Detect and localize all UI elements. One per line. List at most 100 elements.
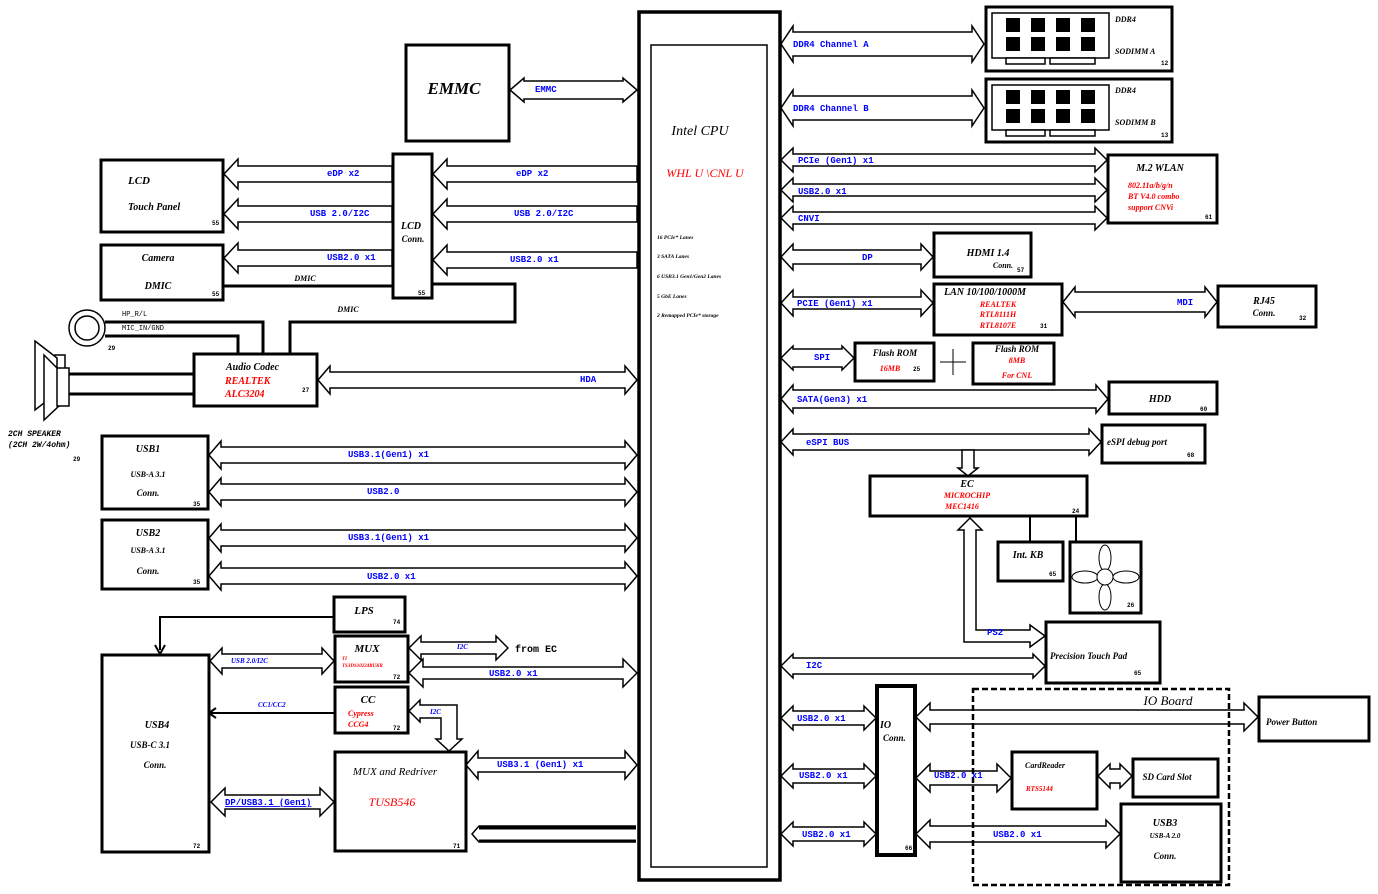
cpu-feature: 16 PCIe* Lanes <box>657 234 693 241</box>
bus-arrow <box>208 521 638 555</box>
memory-chip-icon <box>1006 90 1020 104</box>
redriver-block: MUX and Redriver TUSB546 71 <box>333 750 468 853</box>
ec-kb-lines <box>1029 516 1077 542</box>
touchpad-block: Precision Touch Pad 65 <box>1044 620 1162 685</box>
page-ref: 29 <box>108 345 116 352</box>
lps-title: LPS <box>353 605 374 617</box>
bus-label: USB2.0 x1 <box>802 830 851 840</box>
bus-label: USB2.0 x1 <box>993 830 1042 840</box>
bus-arrow <box>1096 762 1134 790</box>
audio-codec-vendor: REALTEK <box>224 376 272 387</box>
espi-debug-block: eSPI debug port 68 <box>1100 423 1207 465</box>
flash-rom-8mb-block: Flash ROM 8MB For CNL <box>971 341 1056 386</box>
io-conn-block: IO Conn. 66 <box>875 684 917 857</box>
lcd-block: LCD Touch Panel 55 <box>99 158 225 234</box>
mux-block: MUX TI TS3DS10224RUKR 72 <box>333 634 410 684</box>
audio-jack: HP_R/L MIC_IN/GND 29 <box>68 309 265 354</box>
page-ref: 55 <box>418 290 426 297</box>
bus-arrow <box>779 146 1109 174</box>
memory-chip-icon <box>1031 18 1045 32</box>
usb1-conn: Conn. <box>137 488 160 498</box>
lcd-title: LCD <box>127 175 150 187</box>
audio-codec-part: ALC3204 <box>224 389 264 400</box>
rj45-title: RJ45 <box>1252 296 1275 307</box>
cpu-feature: 5 GbE Lanes <box>657 294 687 300</box>
bus-arrow <box>407 657 639 689</box>
audio-codec-title: Audio Codec <box>225 362 280 373</box>
camera-block: Camera DMIC 55 <box>99 243 225 302</box>
ec-block: EC MICROCHIP MEC1416 24 <box>868 474 1089 518</box>
emmc-bus-label: EMMC <box>535 85 557 95</box>
hdmi-conn: Conn. <box>993 261 1013 270</box>
memory-chip-icon <box>1056 18 1070 32</box>
flash-size: 8MB <box>1009 356 1026 365</box>
memory-chip-icon <box>1031 90 1045 104</box>
bus-label: PCIE (Gen1) x1 <box>797 299 873 309</box>
io-board-title: IO Board <box>1143 693 1193 708</box>
hp-label: HP_R/L <box>122 311 147 319</box>
memory-chip-icon <box>1006 109 1020 123</box>
bus-label: PS2 <box>987 628 1003 638</box>
bus-label: eDP x2 <box>327 169 359 179</box>
bus-arrow <box>208 559 638 593</box>
mic-label: MIC_IN/GND <box>122 325 164 333</box>
from-ec-label: from EC <box>515 644 557 656</box>
bus-arrow <box>317 363 638 397</box>
page-ref: 68 <box>1187 452 1195 459</box>
cc-part: CCG4 <box>348 720 368 729</box>
bus-label: DDR4 Channel A <box>793 40 869 50</box>
bus-label: USB3.1(Gen1) x1 <box>348 533 430 543</box>
bus-label: USB2.0 x1 <box>367 572 416 582</box>
bus-arrow <box>431 157 638 191</box>
wlan-block: M.2 WLAN 802.11a/b/g/n BT V4.0 combo sup… <box>1106 153 1219 225</box>
page-ref: 57 <box>1017 267 1025 274</box>
touchpad-title: Precision Touch Pad <box>1050 651 1128 661</box>
cpu-feature: 2 Remapped PCIe* storage <box>656 312 719 319</box>
power-button-title: Power Button <box>1266 717 1317 727</box>
bus-arrow <box>431 197 638 231</box>
hdmi-title: HDMI 1.4 <box>966 248 1010 259</box>
dmic-line-codec <box>288 282 517 354</box>
emmc-block: EMMC <box>404 43 511 143</box>
page-ref: 66 <box>905 845 913 852</box>
sodimm-b-block: DDR4 SODIMM B 13 <box>984 77 1174 144</box>
lcd-conn-subtitle: Conn. <box>402 234 425 244</box>
ec-part: MEC1416 <box>944 502 979 511</box>
page-ref: 12 <box>1161 60 1169 67</box>
page-ref: 71 <box>453 843 461 850</box>
memory-chip-icon <box>1081 37 1095 51</box>
lan-part: RTL8107E <box>979 321 1016 330</box>
cpu-title: Intel CPU <box>670 124 729 139</box>
wlan-spec: 802.11a/b/g/n <box>1128 181 1173 190</box>
bus-arrow <box>779 762 878 790</box>
page-ref: 65 <box>1049 571 1057 578</box>
io-conn-title: IO <box>879 720 891 731</box>
wlan-title: M.2 WLAN <box>1135 163 1184 174</box>
bus-label: USB2.0 x1 <box>327 253 376 263</box>
bus-arrow <box>914 762 1013 794</box>
cc-bus-label: CC1/CC2 <box>258 701 286 709</box>
memory-chip-icon <box>1031 37 1045 51</box>
usb3-block: USB3 USB-A 2.0 Conn. <box>1119 802 1223 884</box>
bus-label: PCIe (Gen1) x1 <box>798 156 874 166</box>
usb1-title: USB1 <box>136 444 160 455</box>
speaker-label: 2CH SPEAKER <box>8 430 61 439</box>
cpu-block: Intel CPU WHL U \CNL U 16 PCIe* Lanes 3 … <box>637 10 782 882</box>
bus-label: USB2.0 x1 <box>798 187 847 197</box>
cpu-feature: 3 SATA Lanes <box>656 254 689 260</box>
speaker-spec: (2CH 2W/4ohm) <box>8 441 70 450</box>
audio-codec-block: Audio Codec REALTEK ALC3204 27 <box>192 352 319 408</box>
lps-line <box>159 616 334 650</box>
bus-arrow <box>779 242 935 272</box>
bus-label: CNVI <box>798 214 820 224</box>
page-ref: 24 <box>1072 508 1080 515</box>
page-ref: 32 <box>1299 315 1307 322</box>
page-ref: 72 <box>393 725 401 732</box>
sodimm-b-title: SODIMM B <box>1115 118 1156 127</box>
page-ref: 29 <box>73 456 81 463</box>
memory-chip-icon <box>1031 109 1045 123</box>
io-board-region <box>971 687 1231 887</box>
page-ref: 35 <box>193 579 201 586</box>
int-kb-title: Int. KB <box>1012 550 1044 561</box>
